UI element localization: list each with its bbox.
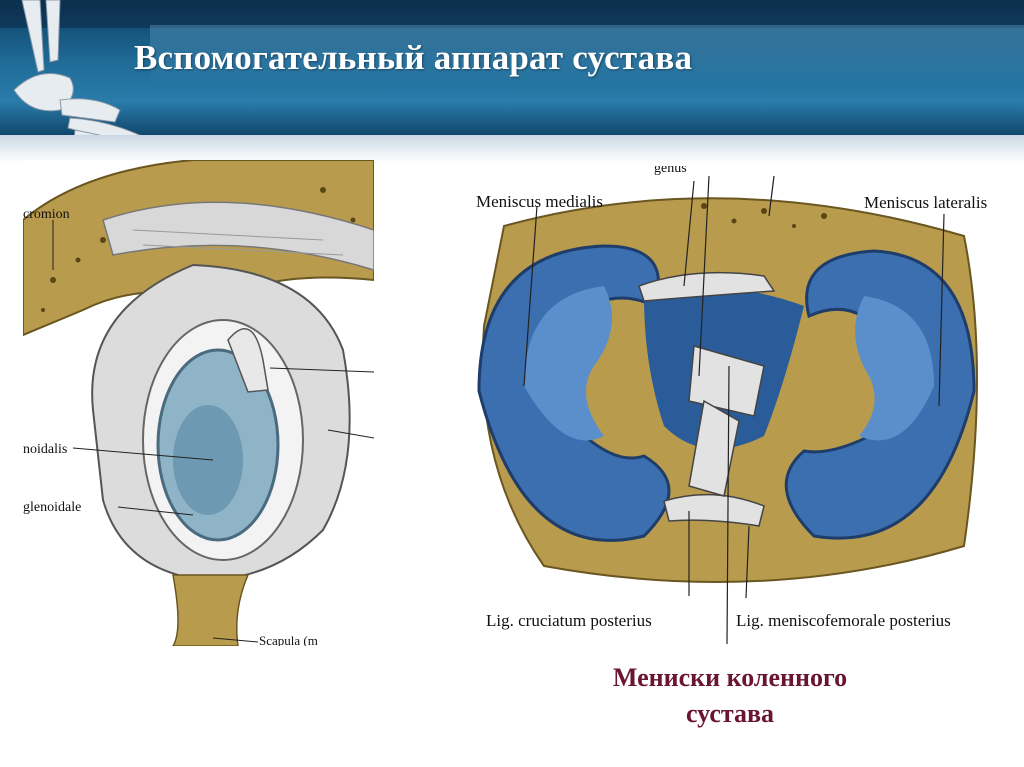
knee-menisci-caption: Мениски коленного сустава (560, 660, 900, 732)
slide-title: Вспомогательный аппарат сустава (134, 38, 693, 77)
label-labrum-glenoidale: glenoidale (23, 500, 81, 515)
label-cavitas-glenoidalis: noidalis (23, 442, 67, 457)
label-meniscus-medialis: Meniscus medialis (476, 192, 603, 211)
label-scapula: Scapula (m (259, 633, 318, 646)
header-sheen (150, 25, 1024, 85)
label-lig-meniscofemorale-posterius: Lig. meniscofemorale posterius (736, 611, 951, 630)
header-top-strip (0, 0, 1024, 28)
slide-header: Вспомогательный аппарат сустава (0, 0, 1024, 135)
shoulder-joint-figure: cromion noidalis glenoidale Scapula (m (23, 160, 374, 646)
label-ligamentum-transversum-genus: genus (654, 166, 687, 176)
label-lig-cruciatum-posterius: Lig. cruciatum posterius (486, 611, 652, 630)
label-acromion: cromion (23, 207, 70, 222)
caption-line-2: сустава (685, 699, 775, 728)
knee-menisci-figure: genus Meniscus medialis Meniscus lateral… (464, 166, 990, 644)
label-meniscus-lateralis: Meniscus lateralis (864, 193, 987, 212)
foot-skeleton-image (13, 0, 141, 135)
caption-line-1: Мениски коленного (612, 663, 848, 692)
